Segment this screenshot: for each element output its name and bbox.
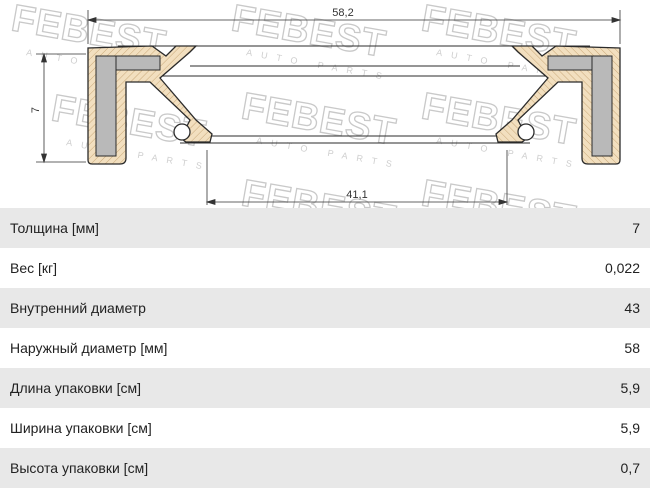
spec-label: Высота упаковки [см] <box>10 460 149 476</box>
dimension-outer <box>86 10 622 44</box>
spec-value: 5,9 <box>620 380 640 396</box>
spec-value: 5,9 <box>620 420 640 436</box>
dimension-inner-label: 41,1 <box>346 189 367 201</box>
dimension-height-label: 7 <box>30 107 42 113</box>
seal-section-left <box>87 45 213 165</box>
watermark-brand: FEBEST <box>238 173 399 208</box>
spec-label: Ширина упаковки [см] <box>10 420 152 436</box>
spec-row-package-length: Длина упаковки [см] 5,9 <box>0 368 650 408</box>
spec-label: Толщина [мм] <box>10 220 99 236</box>
spec-row-package-height: Высота упаковки [см] 0,7 <box>0 448 650 488</box>
spec-row-outer-diameter: Наружный диаметр [мм] 58 <box>0 328 650 368</box>
spec-row-package-width: Ширина упаковки [см] 5,9 <box>0 408 650 448</box>
spec-row-thickness: Толщина [мм] 7 <box>0 208 650 248</box>
seal-technical-drawing: FEBEST AUTO PARTS FEBEST AUTO PARTS FEBE… <box>8 0 622 208</box>
spec-label: Наружный диаметр [мм] <box>10 340 168 356</box>
spec-value: 0,022 <box>604 260 640 276</box>
specs-table: Толщина [мм] 7 Вес [кг] 0,022 Внутренний… <box>0 208 650 488</box>
dimension-height <box>36 52 86 164</box>
spec-row-inner-diameter: Внутренний диаметр 43 <box>0 288 650 328</box>
spec-label: Внутренний диаметр <box>10 300 146 316</box>
spec-label: Вес [кг] <box>10 260 58 276</box>
spec-value: 58 <box>624 340 640 356</box>
spec-value: 43 <box>624 300 640 316</box>
dimension-inner <box>205 150 509 206</box>
seal-section-right <box>495 45 621 165</box>
spec-value: 0,7 <box>620 460 640 476</box>
dimension-outer-label: 58,2 <box>332 7 353 19</box>
spec-row-weight: Вес [кг] 0,022 <box>0 248 650 288</box>
spec-value: 7 <box>632 220 640 236</box>
spec-label: Длина упаковки [см] <box>10 380 141 396</box>
